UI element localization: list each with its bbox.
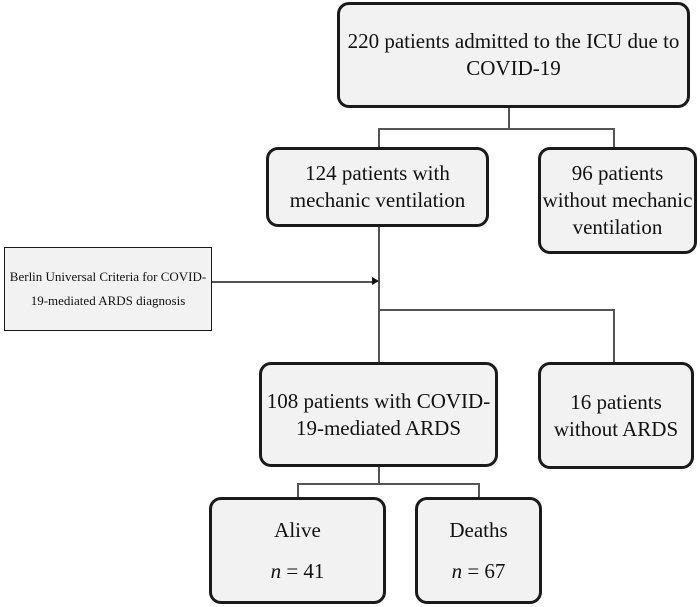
alive-count: n = 41 <box>271 558 325 585</box>
connector-to-ventilated <box>378 128 380 148</box>
connector-outcome-branch <box>297 483 479 485</box>
deaths-count: n = 67 <box>452 558 506 585</box>
ventilated-box: 124 patients with mechanic ventilation <box>266 147 489 227</box>
no-ards-box: 16 patients without ARDS <box>538 362 694 469</box>
alive-label: Alive <box>274 517 321 542</box>
connector-ards-down <box>378 466 380 484</box>
alive-n-symbol: n <box>270 558 282 583</box>
not-ventilated-line1: 96 patients <box>571 161 664 185</box>
connector-admitted-down <box>508 107 510 129</box>
connector-top-branch <box>378 128 614 130</box>
no-ards-line1: 16 patients <box>570 389 662 414</box>
deaths-box: Deaths n = 67 <box>415 497 542 604</box>
alive-box: Alive n = 41 <box>209 497 386 604</box>
connector-to-not-ventilated <box>613 128 615 148</box>
ards-line2: 19-mediated ARDS <box>295 415 462 440</box>
ards-line1: 108 patients with COVID- <box>266 388 491 413</box>
deaths-label: Deaths <box>449 517 508 542</box>
no-ards-line2: without ARDS <box>553 416 679 441</box>
not-ventilated-line3: ventilation <box>572 215 663 239</box>
connector-to-deaths <box>478 483 480 498</box>
ards-box: 108 patients with COVID- 19-mediated ARD… <box>259 362 498 467</box>
admitted-line2: COVID-19 <box>466 56 561 80</box>
arrow-head <box>372 277 379 285</box>
connector-to-alive <box>297 483 299 498</box>
admitted-box: 220 patients admitted to the ICU due to … <box>337 2 690 108</box>
criteria-box: Berlin Universal Criteria for COVID- 19-… <box>4 247 212 331</box>
deaths-n-symbol: n <box>451 558 463 583</box>
connector-to-no-ards <box>613 309 615 363</box>
admitted-line1: 220 patients admitted to the ICU due to <box>347 29 680 53</box>
alive-n-value: = 41 <box>281 558 325 583</box>
ventilated-line1: 124 patients with <box>305 161 450 185</box>
connector-criteria-arrow <box>212 281 374 283</box>
connector-ards-branch <box>378 309 614 311</box>
not-ventilated-box: 96 patients without mechanic ventilation <box>538 147 697 254</box>
connector-ventilated-down <box>378 226 380 363</box>
criteria-line1: Berlin Universal Criteria for COVID- <box>9 269 207 284</box>
ventilated-line2: mechanic ventilation <box>289 188 466 212</box>
deaths-n-value: = 67 <box>462 558 506 583</box>
not-ventilated-line2: without mechanic <box>542 188 693 212</box>
criteria-line2: 19-mediated ARDS diagnosis <box>30 293 186 308</box>
